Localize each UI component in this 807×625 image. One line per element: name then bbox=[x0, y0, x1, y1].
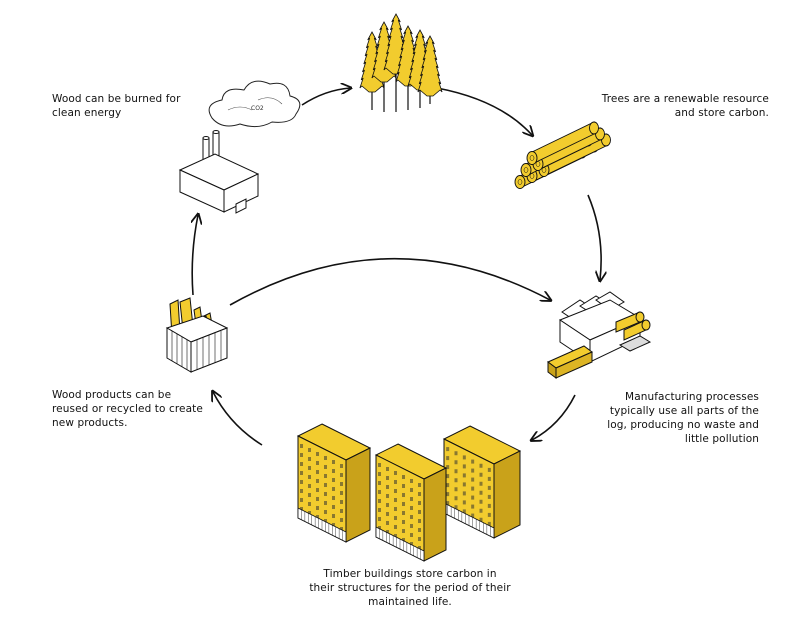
caption-manufacturing: Manufacturing processes typically use al… bbox=[607, 391, 759, 445]
cycle-arrows bbox=[192, 87, 601, 446]
arrow-trees-to-logs bbox=[436, 87, 532, 135]
arrow-logs-to-sawmill bbox=[587, 194, 601, 280]
timber-building-icon bbox=[296, 423, 372, 543]
timber-building-icon bbox=[374, 443, 448, 562]
cloud-label: CO2 bbox=[251, 105, 264, 112]
caption-timber-buildings: Timber buildings store carbon in their s… bbox=[309, 568, 511, 608]
sawmill-icon bbox=[547, 291, 652, 379]
trees-group bbox=[359, 13, 443, 112]
arrow-recycle-to-factory bbox=[192, 215, 198, 296]
caption-reuse-recycle: Wood products can be reused or recycled … bbox=[52, 389, 203, 429]
arrow-recycle-to-sawmill bbox=[229, 257, 550, 306]
recycle-bin-icon bbox=[165, 297, 229, 373]
arrow-cloud-to-trees bbox=[301, 88, 350, 106]
log-icon bbox=[526, 121, 599, 165]
logs-icon bbox=[514, 121, 611, 189]
factory-icon bbox=[178, 130, 260, 214]
caption-burn-clean-energy: Wood can be burned for clean energy bbox=[52, 93, 181, 119]
cloud-icon: CO2 bbox=[208, 80, 301, 128]
timber-buildings-group bbox=[296, 423, 522, 562]
caption-trees-renewable: Trees are a renewable resource and store… bbox=[601, 93, 769, 119]
arrow-buildings-to-recycle bbox=[213, 392, 263, 446]
timber-building-icon bbox=[442, 425, 522, 539]
arrow-sawmill-to-buildings bbox=[532, 394, 576, 440]
tree-icon bbox=[417, 35, 443, 104]
